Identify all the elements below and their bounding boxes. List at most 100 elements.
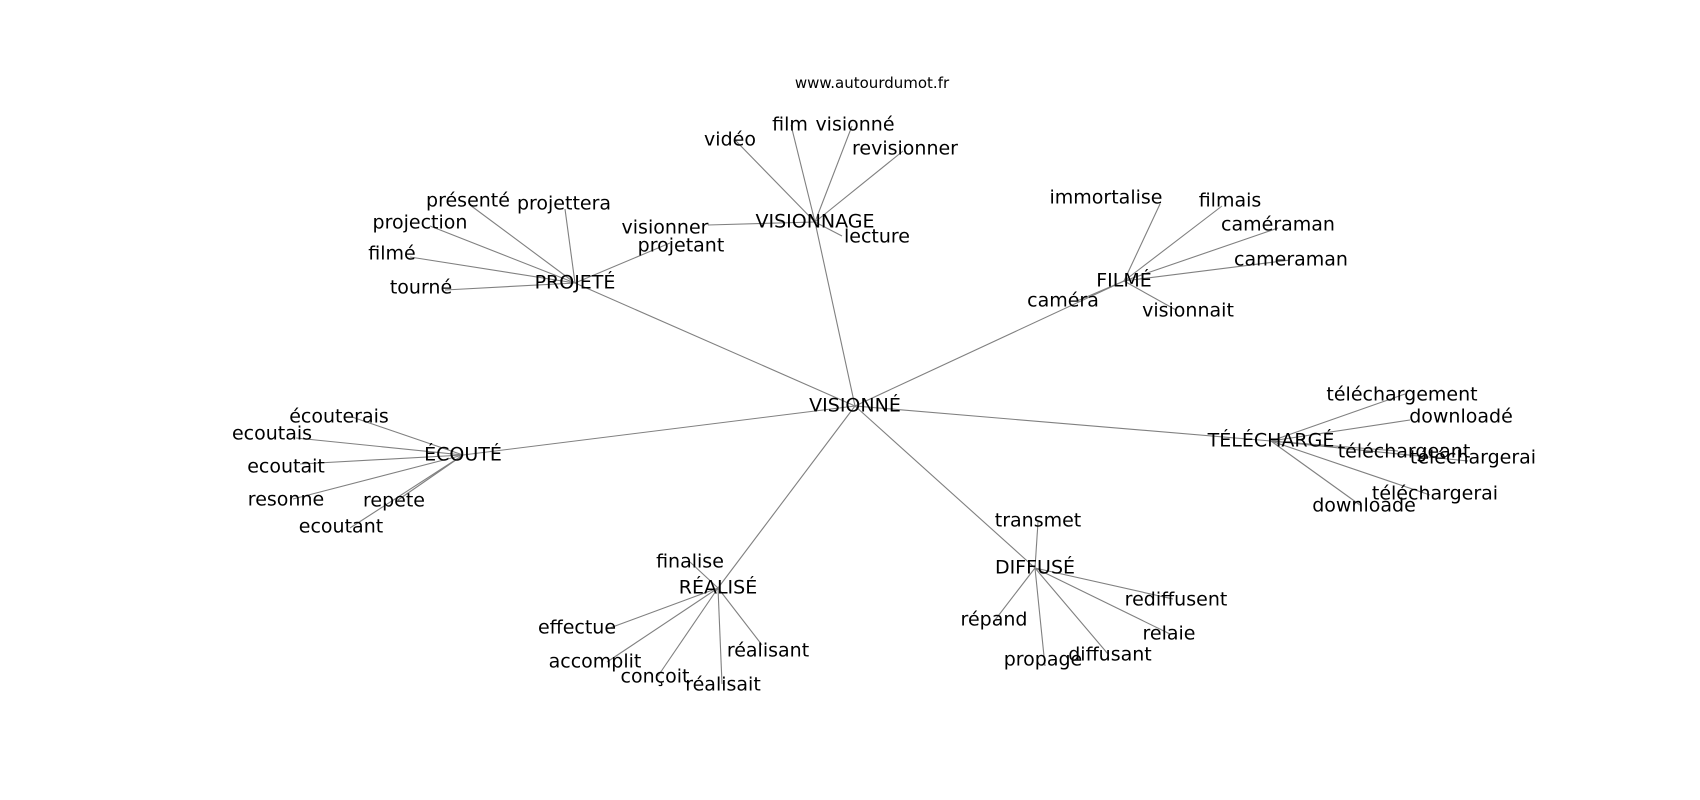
leaf-word-realisant[interactable]: réalisant <box>727 640 809 662</box>
leaf-word-downloade[interactable]: downloadé <box>1409 406 1513 428</box>
edge-filme-to-immortalise <box>1123 203 1161 282</box>
edge-telecharge-to-downloade <box>1270 440 1361 506</box>
edge-realise-to-accomplit <box>606 587 719 663</box>
edge-ecoute-to-ecoutais <box>295 437 464 456</box>
labels-layer: www.autourdumot.fr VISIONNÉ VISIONNAGE vid… <box>232 74 1536 696</box>
leaf-word-camera[interactable]: caméra <box>1027 290 1099 312</box>
cluster-node-filme[interactable]: FILMÉ <box>1096 269 1152 292</box>
leaf-word-accomplit[interactable]: accomplit <box>549 651 642 673</box>
leaf-word-propage[interactable]: propage <box>1004 649 1083 671</box>
leaf-word-visionne[interactable]: visionné <box>815 114 894 136</box>
leaf-word-resonne[interactable]: resonne <box>248 489 324 511</box>
edge-filme-to-cameraman <box>1123 227 1279 282</box>
edge-projete-to-presente <box>469 204 576 284</box>
leaf-word-ecoutait[interactable]: ecoutait <box>247 456 325 478</box>
edge-diffuse-to-repand <box>994 567 1036 621</box>
edge-filme-to-camera <box>1076 280 1125 302</box>
cluster-node-diffuse[interactable]: DIFFUSÉ <box>995 556 1075 579</box>
edge-center-to-filme <box>854 280 1125 407</box>
edges-layer <box>292 124 1469 685</box>
leaf-word-finalise[interactable]: finalise <box>656 551 724 573</box>
edge-realise-to-effectue <box>606 587 719 630</box>
leaf-word-filme[interactable]: filmé <box>368 243 415 265</box>
leaf-word-transmet[interactable]: transmet <box>995 510 1082 532</box>
leaf-word-rediffusent[interactable]: rediffusent <box>1125 589 1228 611</box>
edge-ecoute-to-resonne <box>292 454 464 500</box>
edge-realise-to-realisait <box>717 587 723 685</box>
cluster-node-telecharge[interactable]: TÉLÉCHARGÉ <box>1207 429 1335 452</box>
leaf-word-presente[interactable]: présenté <box>426 190 510 212</box>
source-url: www.autourdumot.fr <box>795 74 950 92</box>
leaf-word-concoit[interactable]: conçoit <box>621 666 690 688</box>
leaf-word-filmais[interactable]: filmais <box>1199 190 1262 212</box>
cluster-node-ecoute[interactable]: ÉCOUTÉ <box>424 443 502 466</box>
leaf-word-visionner[interactable]: visionner <box>622 217 709 239</box>
edge-center-to-ecoute <box>462 405 856 456</box>
edge-visionnage-to-visionne <box>814 125 853 223</box>
leaf-word-downloade[interactable]: downloade <box>1312 495 1416 517</box>
edge-realise-to-concoit <box>657 587 719 677</box>
edge-realise-to-realisant <box>717 587 763 646</box>
edge-telecharge-to-telechargement <box>1270 393 1406 442</box>
edge-center-to-realise <box>717 405 856 589</box>
leaf-word-ecoutais[interactable]: ecoutais <box>232 423 312 445</box>
leaf-word-visionnait[interactable]: visionnait <box>1142 300 1234 322</box>
edge-filme-to-filmais <box>1123 205 1223 282</box>
edge-center-to-diffuse <box>854 405 1036 569</box>
edge-telecharge-to-telechargerai <box>1270 440 1469 462</box>
edge-projete-to-projection <box>429 225 576 284</box>
edge-diffuse-to-relaie <box>1034 567 1171 635</box>
leaf-word-tourne[interactable]: tourné <box>390 277 452 299</box>
edge-telecharge-to-telechargerai <box>1270 440 1431 496</box>
edge-center-to-projete <box>574 282 856 407</box>
leaf-word-projection[interactable]: projection <box>373 212 468 234</box>
leaf-word-immortalise[interactable]: immortalise <box>1050 187 1163 209</box>
edge-visionnage-to-revisionner <box>814 150 904 223</box>
leaf-word-ecouterais[interactable]: écouterais <box>289 406 389 428</box>
leaf-word-film[interactable]: film <box>772 114 808 136</box>
edge-projete-to-projetant <box>574 242 671 284</box>
edge-ecoute-to-ecouterais <box>351 416 464 456</box>
edge-visionnage-to-lecture <box>814 221 843 237</box>
center-word-node[interactable]: VISIONNÉ <box>809 394 901 417</box>
edge-visionnage-to-visionner <box>707 221 816 226</box>
cluster-node-projete[interactable]: PROJETÉ <box>535 271 616 294</box>
leaf-word-lecture[interactable]: lecture <box>844 226 910 248</box>
cluster-node-visionnage[interactable]: VISIONNAGE <box>755 211 874 233</box>
edge-center-to-telecharge <box>854 405 1272 442</box>
edge-ecoute-to-ecoutait <box>299 454 464 465</box>
leaf-word-telechargerai[interactable]: téléchargerai <box>1372 483 1498 505</box>
leaf-word-video[interactable]: vidéo <box>704 129 756 151</box>
leaf-word-revisionner[interactable]: revisionner <box>852 138 958 160</box>
edge-projete-to-tourne <box>444 282 576 291</box>
leaf-word-realisait[interactable]: réalisait <box>685 674 761 696</box>
edge-diffuse-to-transmet <box>1034 521 1039 569</box>
leaf-word-projetant[interactable]: projetant <box>638 235 725 257</box>
edge-ecoute-to-ecoutant <box>349 454 464 529</box>
leaf-word-relaie[interactable]: relaie <box>1143 623 1196 645</box>
leaf-word-repete[interactable]: repete <box>363 490 425 512</box>
leaf-word-telechargerai[interactable]: téléchargerai <box>1410 447 1536 469</box>
leaf-word-repand[interactable]: répand <box>961 609 1028 631</box>
edge-filme-to-cameraman <box>1123 259 1291 282</box>
edge-filme-to-visionnait <box>1123 280 1177 311</box>
leaf-word-telechargement[interactable]: téléchargement <box>1326 384 1477 406</box>
edge-center-to-visionnage <box>814 221 856 407</box>
leaf-word-diffusant[interactable]: diffusant <box>1068 644 1152 666</box>
edge-visionnage-to-video <box>734 139 816 223</box>
leaf-word-ecoutant[interactable]: ecoutant <box>299 516 383 538</box>
edge-diffuse-to-rediffusent <box>1034 567 1174 600</box>
edge-realise-to-finalise <box>689 561 719 589</box>
edge-visionnage-to-film <box>790 124 816 223</box>
edge-telecharge-to-downloade <box>1270 419 1411 442</box>
leaf-word-projettera[interactable]: projettera <box>517 193 611 215</box>
leaf-word-cameraman[interactable]: cameraman <box>1234 249 1348 271</box>
edge-diffuse-to-diffusant <box>1034 567 1109 655</box>
leaf-word-cameraman[interactable]: caméraman <box>1221 214 1335 236</box>
cluster-node-realise[interactable]: RÉALISÉ <box>679 576 757 599</box>
leaf-word-telechargeant[interactable]: téléchargeant <box>1338 441 1471 463</box>
edge-projete-to-filme <box>409 256 576 284</box>
edge-diffuse-to-propage <box>1034 567 1046 667</box>
leaf-word-effectue[interactable]: effectue <box>538 617 616 639</box>
